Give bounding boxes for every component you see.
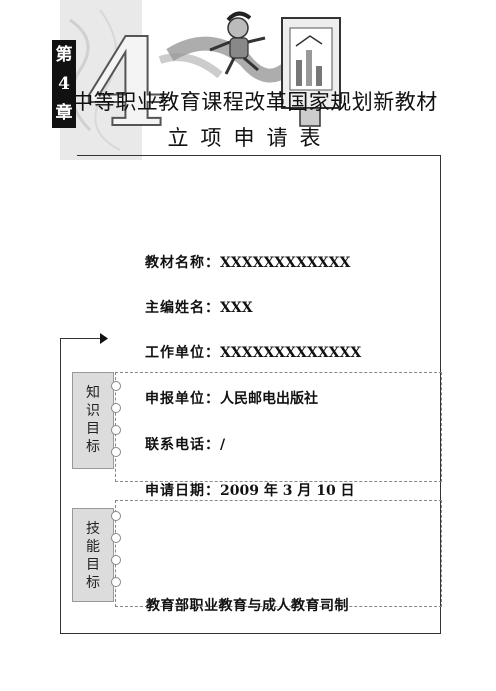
- field-label: 主编姓名：: [145, 300, 220, 316]
- binder-ring-icon: [111, 425, 121, 435]
- knowledge-goals-tab: 知 识 目 标: [72, 372, 114, 469]
- field-value: 2009 年 3 月 10 日: [220, 483, 355, 499]
- side-label-char: 标: [86, 439, 100, 455]
- skill-goals-tab: 技 能 目 标: [72, 508, 114, 602]
- frame-arrow-line: [60, 338, 100, 339]
- field-editor-name: 主编姓名：XXX: [145, 297, 253, 317]
- binder-ring-icon: [111, 381, 121, 391]
- field-value: XXX: [220, 300, 253, 316]
- side-label-char: 目: [86, 421, 100, 437]
- field-label: 教材名称：: [145, 255, 220, 271]
- chapter-tab: 第 4 章: [52, 40, 76, 128]
- field-value: XXXXXXXXXXXX: [220, 255, 351, 271]
- field-label: 申报单位：: [145, 391, 220, 407]
- document-subtitle: 立项申请表: [167, 126, 333, 150]
- side-label-char: 标: [86, 575, 100, 591]
- frame-top-line: [77, 155, 440, 156]
- field-phone: 联系电话：/: [145, 434, 225, 454]
- side-label-char: 识: [86, 403, 100, 419]
- field-applicant-unit: 申报单位：人民邮电出版社: [145, 388, 318, 408]
- side-label-char: 知: [86, 385, 100, 401]
- field-value: XXXXXXXXXXXXX: [220, 345, 362, 361]
- binder-ring-icon: [111, 511, 121, 521]
- binder-ring-icon: [111, 447, 121, 457]
- field-label: 工作单位：: [145, 345, 220, 361]
- binder-ring-icon: [111, 533, 121, 543]
- binder-ring-icon: [111, 577, 121, 587]
- side-label-char: 目: [86, 557, 100, 573]
- field-value: /: [220, 437, 226, 453]
- field-work-unit: 工作单位：XXXXXXXXXXXXX: [145, 342, 361, 362]
- svg-text:4: 4: [84, 13, 168, 154]
- field-textbook-name: 教材名称：XXXXXXXXXXXX: [145, 252, 350, 272]
- field-label: 联系电话：: [145, 437, 220, 453]
- field-value: 人民邮电出版社: [220, 391, 318, 407]
- knowledge-goals-box: [111, 372, 442, 482]
- binder-ring-icon: [111, 403, 121, 413]
- issuer-footer: 教育部职业教育与成人教育司制: [146, 598, 349, 614]
- document-title: 中等职业教育课程改革国家规划新教材: [72, 90, 438, 114]
- frame-left-line: [60, 338, 61, 634]
- frame-right-line: [440, 155, 441, 633]
- skill-goals-box: [111, 500, 442, 607]
- frame-arrowhead: [100, 333, 108, 344]
- binder-ring-icon: [111, 555, 121, 565]
- chapter-number: 4: [58, 73, 70, 94]
- header-illustration: 4: [60, 0, 341, 160]
- chapter-label-top: 第: [55, 44, 73, 65]
- side-label-char: 能: [86, 539, 100, 555]
- frame-bottom-line: [60, 633, 441, 634]
- chapter-label-bottom: 章: [55, 103, 73, 124]
- field-application-date: 申请日期：2009 年 3 月 10 日: [145, 480, 355, 500]
- field-label: 申请日期：: [145, 483, 220, 499]
- side-label-char: 技: [86, 521, 100, 537]
